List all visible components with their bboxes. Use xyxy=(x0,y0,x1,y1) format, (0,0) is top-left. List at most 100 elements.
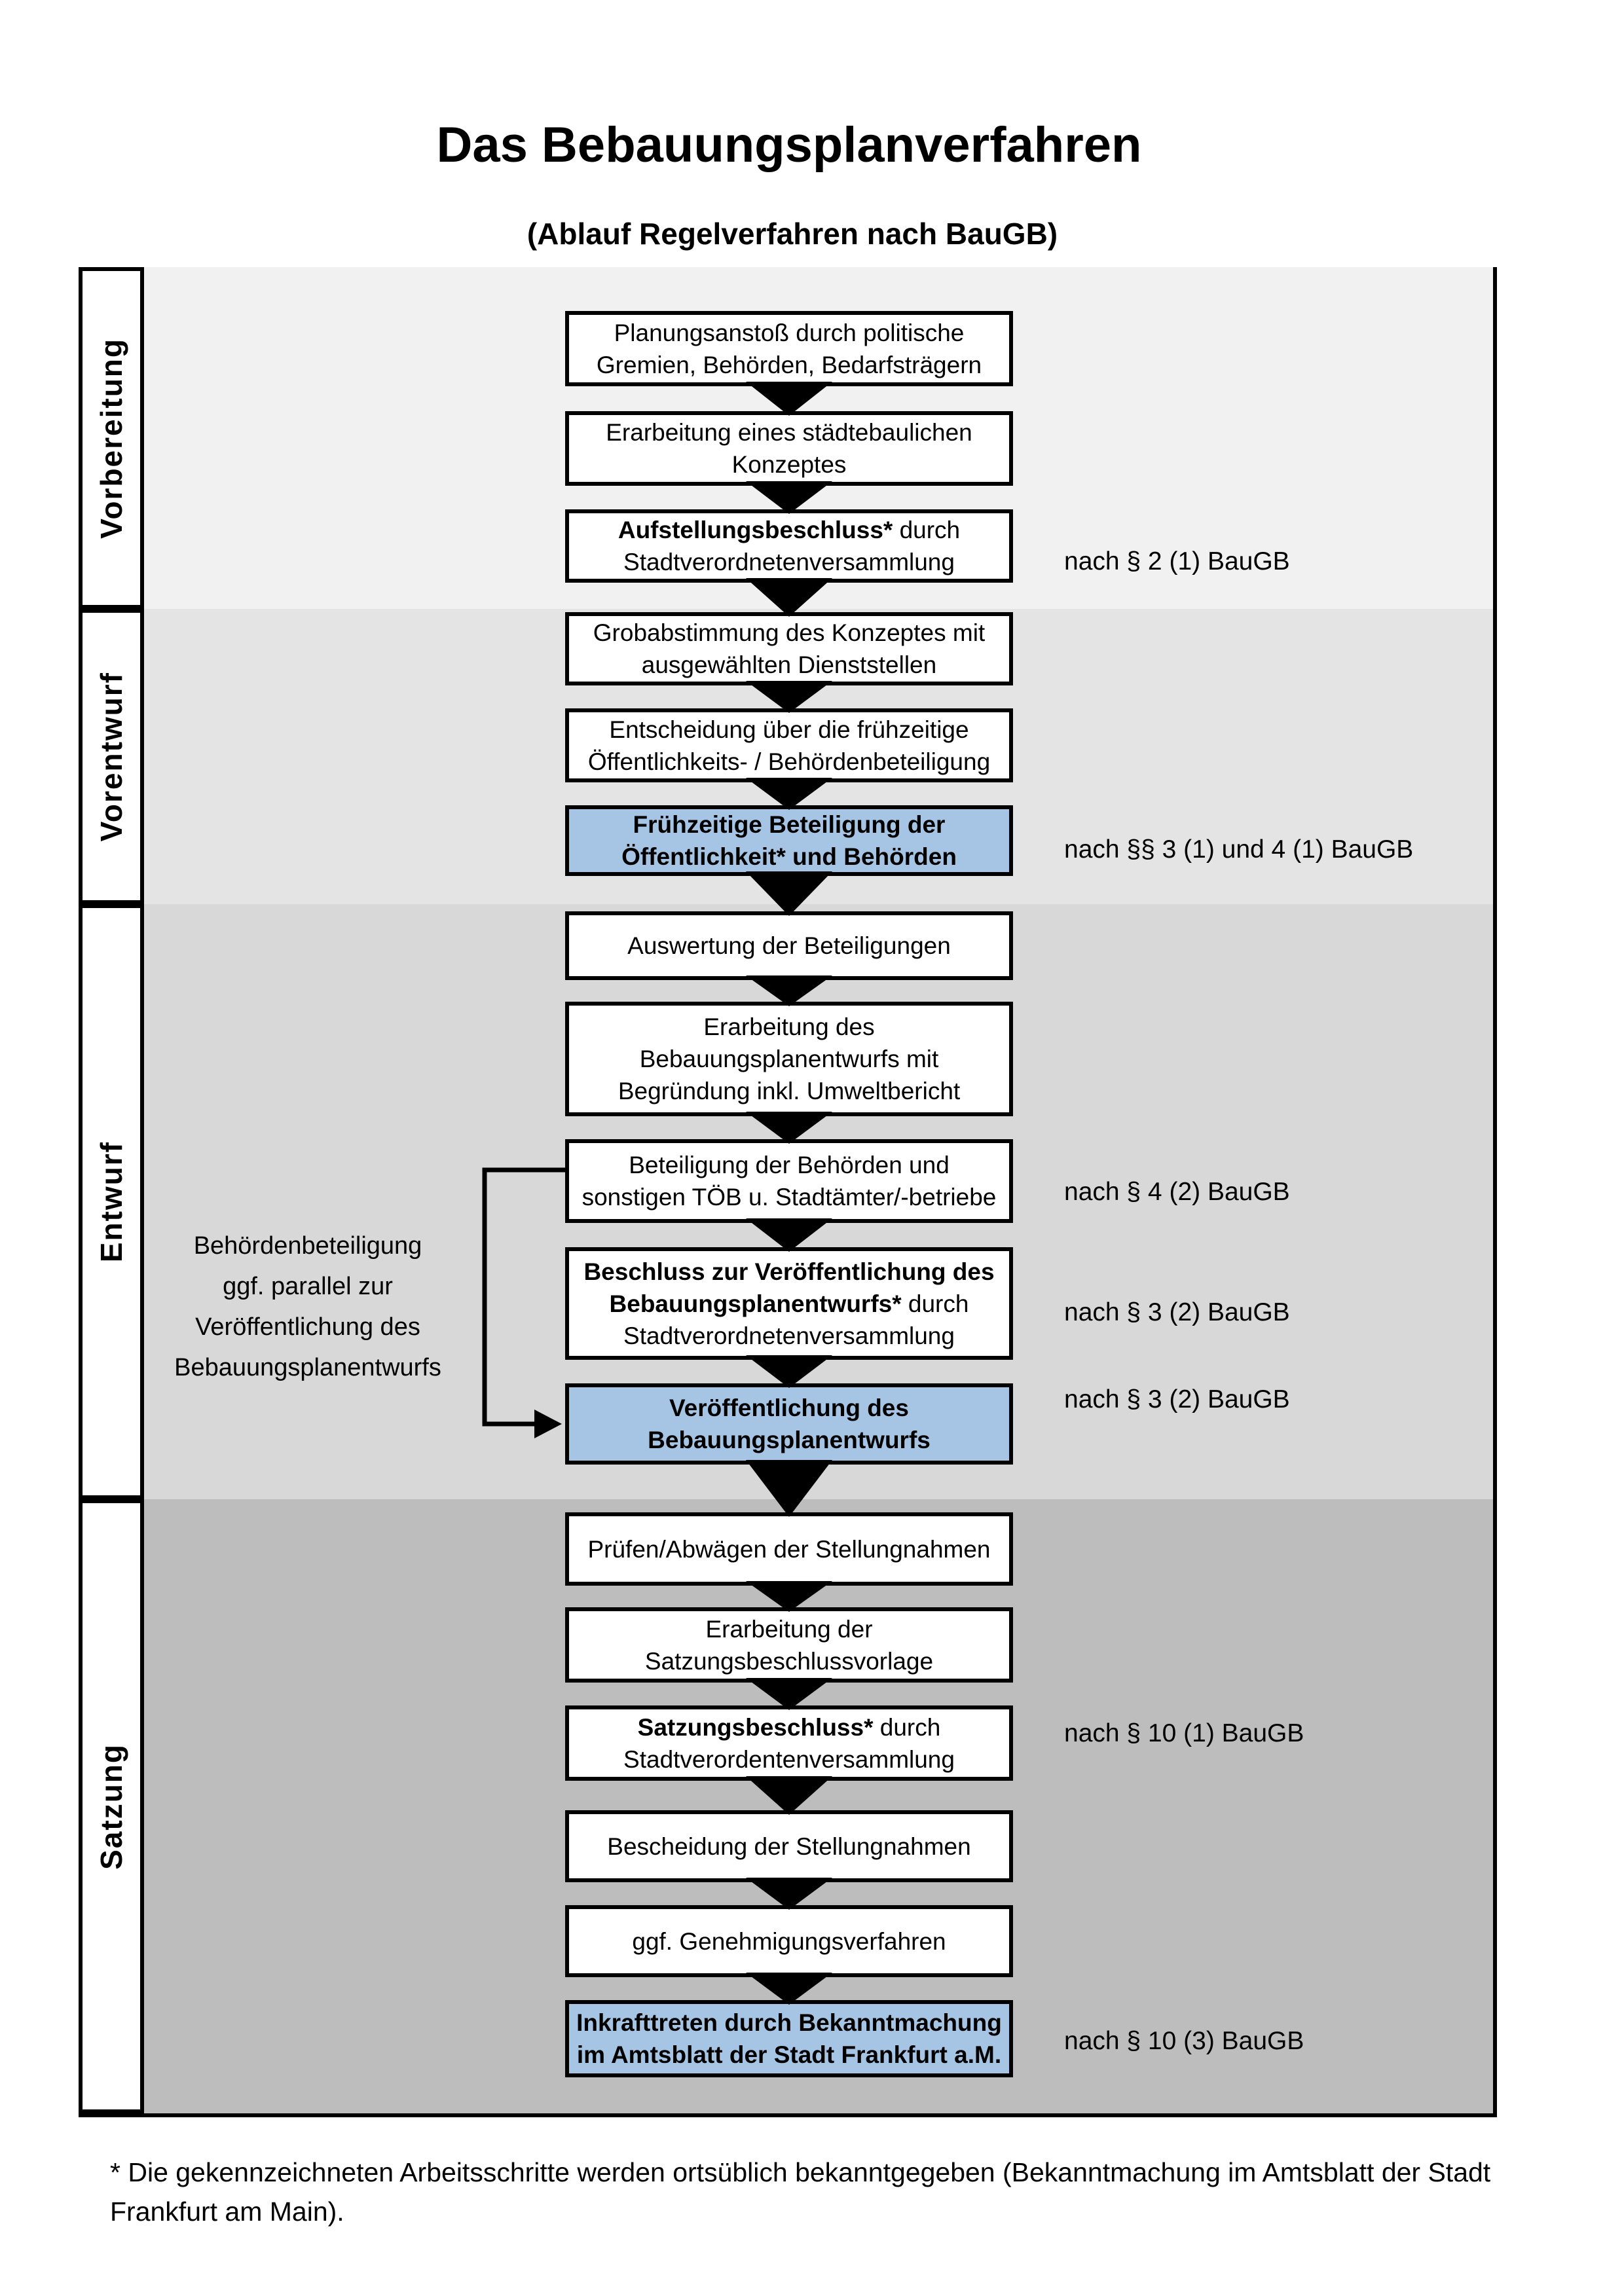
flow-box-text: durch xyxy=(901,1290,969,1317)
flow-box-text: Erarbeitung eines städtebaulichen xyxy=(606,419,972,446)
down-arrow-icon xyxy=(746,975,832,1006)
side-annotation-line: Behördenbeteiligung xyxy=(193,1232,422,1260)
flow-box-text: Erarbeitung der xyxy=(705,1615,873,1643)
flow-box-text-line: Bebauungsplanentwurfs xyxy=(648,1424,931,1456)
down-arrow-icon xyxy=(746,1460,832,1517)
down-arrow-icon xyxy=(746,1112,832,1144)
side-annotation-line: ggf. parallel zur xyxy=(223,1273,393,1300)
flow-box-text-line: Begründung inkl. Umweltbericht xyxy=(618,1075,960,1107)
flow-box-text-line: Stadtverordnetenversammlung xyxy=(623,1320,955,1352)
flow-box-text: Veröffentlichung des xyxy=(669,1394,909,1421)
flow-box-text: Beteiligung der Behörden und xyxy=(629,1152,950,1178)
flow-box-text-line: im Amtsblatt der Stadt Frankfurt a.M. xyxy=(577,2039,1001,2071)
flow-box-text: Prüfen/Abwägen der Stellungnahmen xyxy=(587,1535,991,1563)
flow-box-text-line: sonstigen TÖB u. Stadtämter/-betriebe xyxy=(582,1181,997,1213)
flow-box-text: Konzeptes xyxy=(731,451,847,478)
flow-box-text: durch xyxy=(893,517,961,543)
flow-box-text-line: Frühzeitige Beteiligung der xyxy=(633,809,946,841)
flow-box-text-line: Stadtverordentenversammlung xyxy=(623,1743,955,1776)
flow-box-text: Bebauungsplanentwurfs mit xyxy=(639,1046,939,1072)
flow-box-text: Auswertung der Beteiligungen xyxy=(627,932,951,959)
section-label-cell-vorbereitung: Vorbereitung xyxy=(79,267,144,609)
flow-box-text: Begründung inkl. Umweltbericht xyxy=(618,1078,961,1104)
flow-box-text-line: Bebauungsplanentwurfs* durch xyxy=(610,1288,969,1320)
flow-box-text: Satzungsbeschluss* xyxy=(637,1713,874,1741)
footnote-line: * Die gekennzeichneten Arbeitsschritte w… xyxy=(110,2157,1491,2187)
flow-box-text: im Amtsblatt der Stadt Frankfurt a.M. xyxy=(576,2041,1002,2068)
flow-box-text-line: ausgewählten Dienststellen xyxy=(642,649,936,681)
flow-box-9: Beteiligung der Behörden und sonstigen TÖ… xyxy=(565,1139,1013,1223)
flow-box-text-line: Erarbeitung des xyxy=(703,1011,874,1043)
section-label-cell-satzung: Satzung xyxy=(79,1499,144,2113)
flow-box-text: Inkrafttreten xyxy=(576,2009,718,2036)
flow-box-text-line: Veröffentlichung des xyxy=(669,1392,909,1424)
section-label: Vorbereitung xyxy=(94,337,128,539)
down-arrow-icon xyxy=(746,1973,832,2005)
down-arrow-icon xyxy=(746,1218,832,1252)
flow-box-text: Öffentlichkeit* und Behörden xyxy=(621,843,957,870)
flow-box-text: Stadtverordnetenversammlung xyxy=(623,549,955,575)
flow-box-text-line: Bebauungsplanentwurfs mit xyxy=(640,1043,939,1075)
flow-box-text: Beschluss zur Veröffentlichung des xyxy=(583,1258,995,1285)
flow-box-text-line: Erarbeitung der xyxy=(705,1613,872,1645)
legal-reference: nach § 10 (3) BauGB xyxy=(1064,2027,1304,2055)
section-label-cell-vorentwurf: Vorentwurf xyxy=(79,609,144,904)
flow-box-text-line: Inkrafttreten durch Bekanntmachung xyxy=(576,2007,1002,2039)
section-label: Satzung xyxy=(94,1743,128,1870)
flow-box-text-line: Gremien, Behörden, Bedarfsträgern xyxy=(597,349,982,381)
legal-reference: nach § 2 (1) BauGB xyxy=(1064,547,1290,575)
flow-box-15: Bescheidung der Stellungnahmen xyxy=(565,1810,1013,1882)
flow-box-text: Bebauungsplanentwurfs* xyxy=(609,1290,902,1317)
flow-box-text-line: Grobabstimmung des Konzeptes mit xyxy=(593,617,985,649)
flow-box-text-line: Konzeptes xyxy=(732,448,847,481)
flow-box-text-line: Bescheidung der Stellungnahmen xyxy=(607,1831,970,1863)
flow-box-text: Stadtverordnetenversammlung xyxy=(623,1322,955,1349)
flow-box-text: ggf. Genehmigungsverfahren xyxy=(632,1927,946,1955)
footnote: * Die gekennzeichneten Arbeitsschritte w… xyxy=(110,2153,1583,2231)
flow-box-text-line: Öffentlichkeit* und Behörden xyxy=(621,841,957,873)
page-title: Das Bebauungsplanverfahren xyxy=(436,117,1142,173)
down-arrow-icon xyxy=(746,1355,832,1388)
flow-box-text-line: Entscheidung über die frühzeitige xyxy=(609,714,969,746)
flow-box-text: durch xyxy=(873,1713,941,1741)
section-label: Vorentwurf xyxy=(94,671,128,842)
down-arrow-icon xyxy=(746,1678,832,1710)
parallel-connector-arrow xyxy=(482,1167,565,1438)
flow-box-text: ausgewählten Dienststellen xyxy=(641,651,937,678)
flow-box-text: Stadtverordentenversammlung xyxy=(623,1745,955,1773)
down-arrow-icon xyxy=(746,1776,832,1815)
section-label-cell-entwurf: Entwurf xyxy=(79,904,144,1499)
legal-reference: nach § 4 (2) BauGB xyxy=(1064,1178,1290,1206)
down-arrow-icon xyxy=(746,481,832,514)
flow-box-text-line: Satzungsbeschluss* durch xyxy=(638,1711,941,1743)
flow-box-text-line: Aufstellungsbeschluss* durch xyxy=(618,514,960,546)
flow-box-text: Gremien, Behörden, Bedarfsträgern xyxy=(596,351,982,378)
flow-box-text: Öffentlichkeits- / Behördenbeteiligung xyxy=(587,748,991,775)
flow-box-text-line: Prüfen/Abwägen der Stellungnahmen xyxy=(587,1533,990,1565)
down-arrow-icon xyxy=(746,871,832,916)
flow-box-text-line: Satzungsbeschlussvorlage xyxy=(645,1645,933,1677)
legal-reference: nach § 10 (1) BauGB xyxy=(1064,1719,1304,1747)
side-annotation-line: Bebauungsplanentwurfs xyxy=(174,1354,441,1381)
flow-box-12: Prüfen/Abwägen der Stellungnahmen xyxy=(565,1512,1013,1586)
flow-box-text-line: Öffentlichkeits- / Behördenbeteiligung xyxy=(588,746,990,778)
down-arrow-icon xyxy=(746,778,832,810)
page-subtitle: (Ablauf Regelverfahren nach BauGB) xyxy=(526,217,1058,251)
side-annotation-line: Veröffentlichung des xyxy=(195,1313,420,1341)
footnote-line: Frankfurt am Main). xyxy=(110,2196,344,2227)
flow-box-text: Satzungsbeschlussvorlage xyxy=(644,1647,934,1675)
flow-box-text-line: Beschluss zur Veröffentlichung des xyxy=(583,1256,994,1288)
flow-box-text: Frühzeitige Beteiligung der xyxy=(633,811,946,838)
legal-reference: nach § 3 (2) BauGB xyxy=(1064,1385,1290,1413)
